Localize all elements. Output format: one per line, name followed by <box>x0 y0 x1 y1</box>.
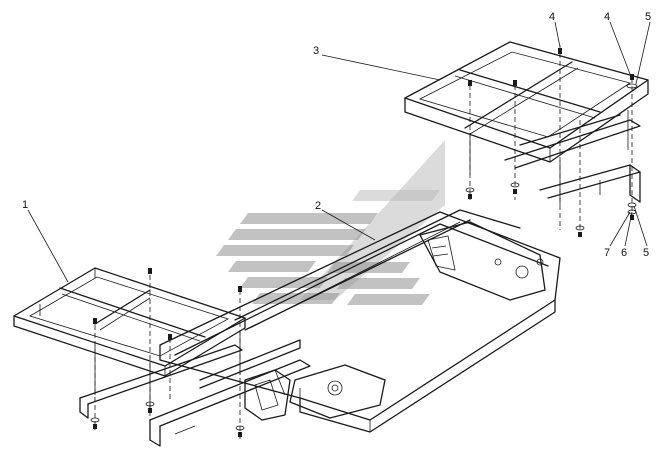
front-subframe-part-1 <box>13 267 246 410</box>
callout-1: 1 <box>22 199 28 211</box>
leader-lines <box>27 21 651 283</box>
callout-4-left: 4 <box>549 11 555 23</box>
main-frame-part-2 <box>79 209 561 447</box>
callout-4-right: 4 <box>604 11 610 23</box>
fastener-axes <box>94 45 633 440</box>
callout-5-top: 5 <box>645 11 651 23</box>
callout-labels: 1 2 3 4 4 5 7 6 5 <box>22 11 651 259</box>
callout-6: 6 <box>621 247 627 259</box>
callout-7: 7 <box>604 247 610 259</box>
fasteners <box>90 48 638 437</box>
logo-watermark-icon <box>216 140 445 305</box>
callout-3: 3 <box>313 45 319 57</box>
callout-5-bottom: 5 <box>643 247 649 259</box>
callout-2: 2 <box>315 200 321 212</box>
